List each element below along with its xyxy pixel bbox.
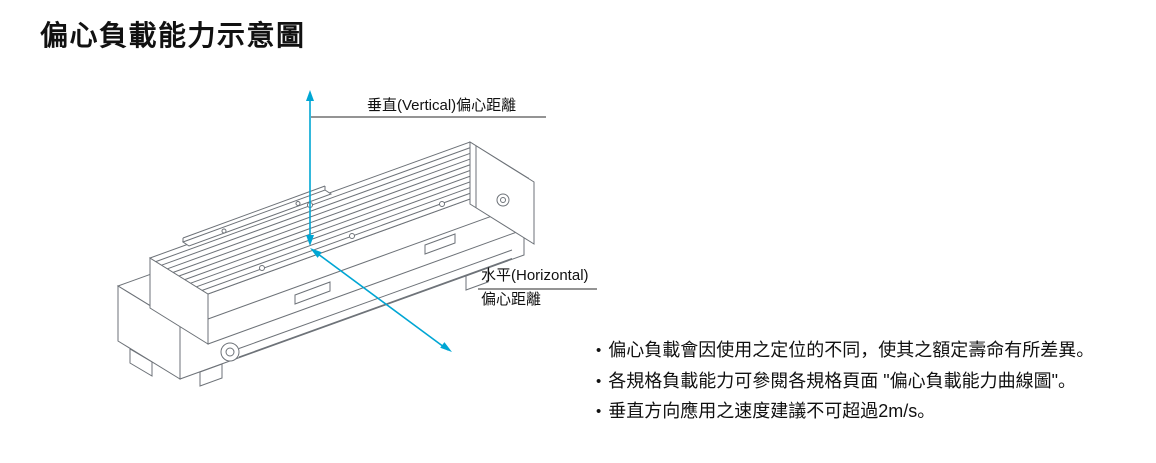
note-item: • 垂直方向應用之速度建議不可超過2m/s。 [596,401,1136,423]
bullet-icon: • [596,342,602,359]
note-item: • 各規格負載能力可參閱各規格頁面 "偏心負載能力曲線圖"。 [596,371,1136,393]
note-text: 各規格負載能力可參閱各規格頁面 "偏心負載能力曲線圖"。 [608,370,1077,391]
horizontal-distance-label-line1: 水平(Horizontal) [481,267,589,284]
vertical-distance-label: 垂直(Vertical)偏心距離 [367,97,517,114]
machine-top-rail [181,185,333,247]
bullet-icon: • [596,403,602,421]
note-item: • 偏心負載會因使用之定位的不同，使其之額定壽命有所差異。 [596,340,1136,362]
notes-list: • 偏心負載會因使用之定位的不同，使其之額定壽命有所差異。 • 各規格負載能力可… [596,340,1136,432]
page-title: 偏心負載能力示意圖 [40,20,306,51]
bullet-icon: • [596,372,602,390]
note-text: 偏心負載會因使用之定位的不同，使其之額定壽命有所差異。 [608,340,1095,360]
vertical-arrow [306,90,314,246]
ballscrew [220,249,513,362]
horizontal-arrow [310,248,452,352]
machine-body [148,141,530,345]
machine-end-cap [469,141,535,245]
note-text: 垂直方向應用之速度建議不可超過2m/s。 [608,401,936,422]
horizontal-distance-label-line2: 偏心距離 [481,291,542,308]
